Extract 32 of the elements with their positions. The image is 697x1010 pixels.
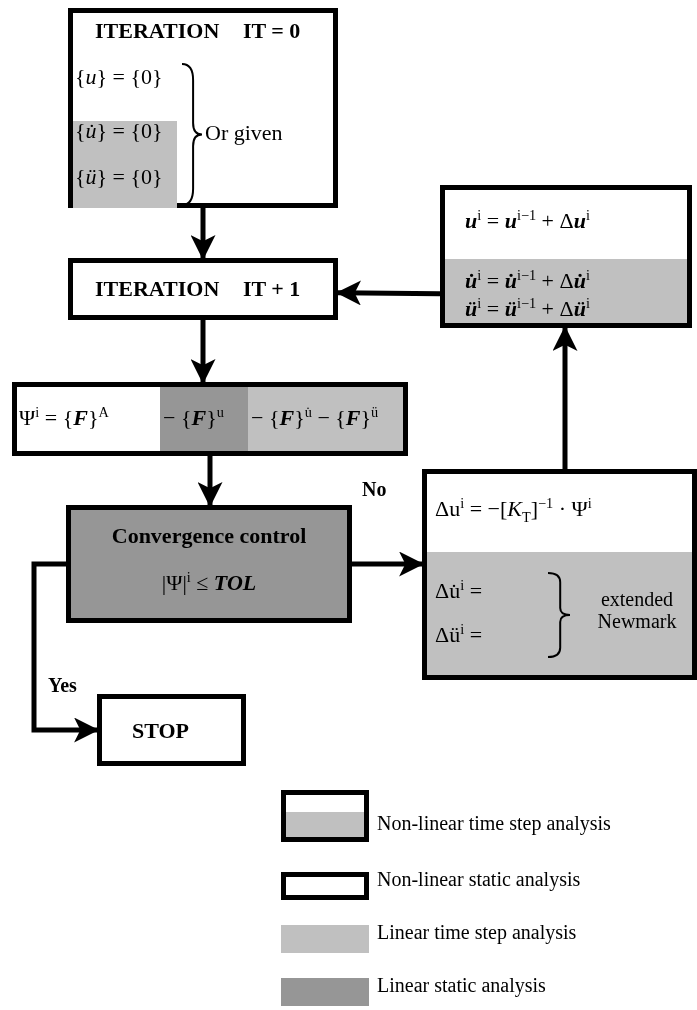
process-box [68,258,338,320]
legend-label: Linear time step analysis [377,921,577,943]
formula: ü$^{i}$ = ü$^{i−1}$ + Δü$^{i}$ [465,296,590,322]
formula: Δu$^{i}$ = −[K$_{T}$]$^{−1}$ · Ψ$^{i}$ [435,496,592,526]
heading: ITERATION [95,19,220,44]
process-box [66,505,352,623]
formula: {u̇} = {0} [75,119,163,144]
process-box [97,694,246,766]
heading: IT = 0 [243,19,301,44]
heading: IT + 1 [243,277,301,302]
formula: − {F}$^{u}$ [163,405,224,431]
formula: {ü} = {0} [75,165,163,190]
heading: Convergence control [110,524,308,549]
process-box [440,185,692,328]
process-box [422,469,697,680]
formula: |Ψ|$^{i}$ ≤ TOL [160,570,258,596]
heading: ITERATION [95,277,220,302]
note: extended Newmark [596,588,678,632]
formula: u̇$^{i}$ = u̇$^{i−1}$ + Δu̇$^{i}$ [465,268,590,294]
process-box [12,382,408,456]
note: Or given [205,121,283,146]
process-box [68,8,338,208]
legend-label: Non-linear static analysis [377,868,581,890]
legend-label: Non-linear time step analysis [377,812,611,834]
formula: Ψ$^{i}$ = {F}$^{A}$ [19,405,109,431]
formula: Δü$^{i}$ = [435,622,483,648]
formula: − {F}$^{u̇}$ − {F}$^{ü}$ [251,405,379,431]
heading: STOP [132,719,190,744]
legend-label: Linear static analysis [377,974,546,996]
formula: Δu̇$^{i}$ = [435,578,483,604]
formula: {u} = {0} [75,65,163,90]
formula: u$^{i}$ = u$^{i−1}$ + Δu$^{i}$ [465,208,590,234]
